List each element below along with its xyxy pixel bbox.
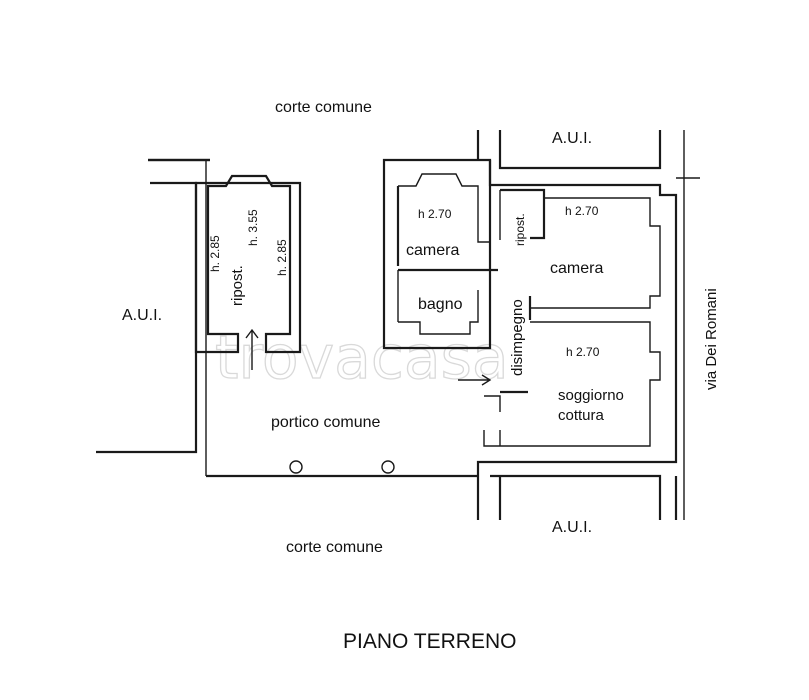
label-aui-left: A.U.I. (122, 307, 162, 324)
label-camera-right: camera (550, 260, 603, 277)
label-camera-right-height: h 2.70 (565, 204, 599, 218)
label-bagno: bagno (418, 296, 463, 313)
plan-title: PIANO TERRENO (343, 630, 516, 653)
label-portico: portico comune (271, 414, 380, 431)
apartment-outer-walls (476, 130, 678, 520)
storage-left-walls (194, 174, 302, 354)
label-corte-top: corte comune (275, 99, 372, 116)
entry-arrow-storage (245, 328, 259, 370)
label-aui-bottom: A.U.I. (552, 519, 592, 536)
bagno-inner-bottom (398, 290, 479, 335)
column-2 (381, 460, 395, 474)
label-storage-height-left: h. 2.85 (208, 235, 222, 272)
label-camera-left: camera (406, 242, 459, 259)
label-street: via Dei Romani (703, 288, 720, 390)
label-soggiorno-height: h 2.70 (566, 345, 600, 359)
label-storage-left: ripost. (229, 265, 246, 306)
label-ripost-small: ripost. (513, 213, 527, 246)
label-soggiorno-line1: soggiorno (558, 387, 624, 404)
ripost-small-walls (500, 188, 546, 240)
camera-left-inner (398, 173, 490, 243)
label-soggiorno-line2: cottura (558, 407, 605, 424)
soggiorno-walls (483, 321, 661, 447)
label-storage-height-center: h. 3.55 (246, 209, 260, 246)
label-aui-top: A.U.I. (552, 130, 592, 147)
column-1 (289, 460, 303, 474)
label-camera-left-height: h 2.70 (418, 207, 452, 221)
camera-left-walls (382, 158, 492, 350)
label-storage-height-right: h. 2.85 (275, 239, 289, 276)
entry-arrow-apartment (458, 374, 492, 386)
label-corte-bottom: corte comune (286, 539, 383, 556)
camera-right-walls (530, 197, 661, 309)
label-disimpegno: disimpegno (509, 299, 526, 376)
